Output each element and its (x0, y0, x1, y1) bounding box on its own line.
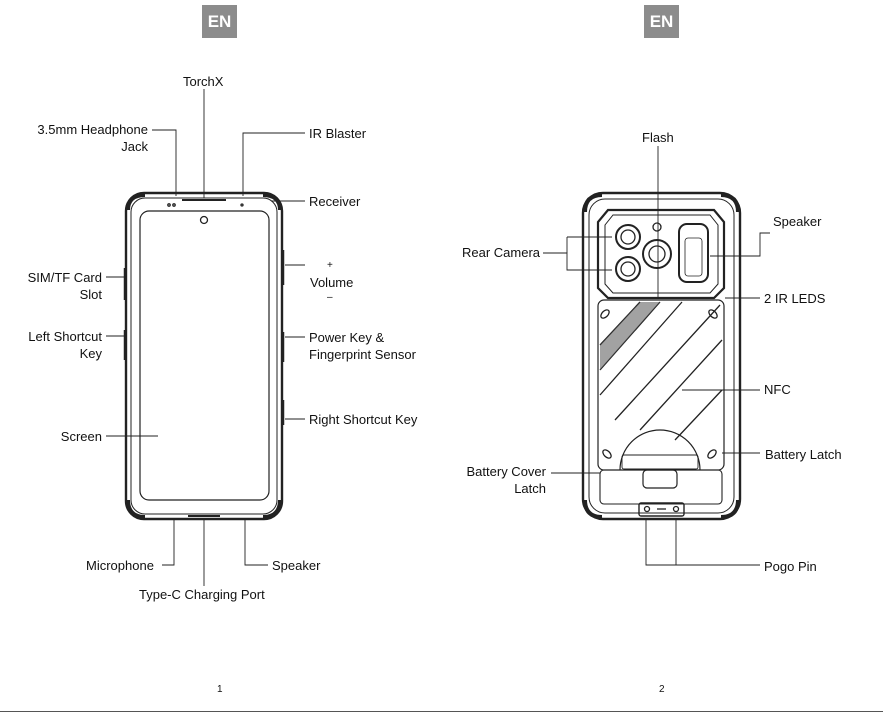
label-screen: Screen (61, 428, 102, 445)
label-type-c-port: Type-C Charging Port (139, 586, 265, 603)
phone-front-illustration (125, 193, 283, 519)
page-number-1: 1 (217, 684, 223, 695)
label-volume-plus: + (327, 257, 333, 274)
label-headphone-jack-line2: Jack (121, 138, 148, 155)
bottom-divider (0, 711, 883, 712)
label-ir-leds: 2 IR LEDS (764, 290, 825, 307)
label-microphone: Microphone (86, 557, 154, 574)
page-number-2: 2 (659, 684, 665, 695)
label-torchx: TorchX (183, 73, 223, 90)
label-volume-minus: – (327, 289, 333, 306)
label-nfc: NFC (764, 381, 791, 398)
label-left-shortcut-line2: Key (80, 345, 102, 362)
label-speaker-back: Speaker (773, 213, 821, 230)
label-power-key-line2: Fingerprint Sensor (309, 346, 416, 363)
label-right-shortcut: Right Shortcut Key (309, 411, 417, 428)
label-left-shortcut-line1: Left Shortcut (28, 328, 102, 345)
label-power-key-line1: Power Key & (309, 329, 384, 346)
label-sim-card-line2: Slot (80, 286, 102, 303)
label-battery-cover-latch-line2: Latch (514, 480, 546, 497)
label-ir-blaster: IR Blaster (309, 125, 366, 142)
label-pogo-pin: Pogo Pin (764, 558, 817, 575)
label-speaker-front: Speaker (272, 557, 320, 574)
label-rear-camera: Rear Camera (462, 244, 540, 261)
label-battery-cover-latch-line1: Battery Cover (467, 463, 546, 480)
label-headphone-jack-line1: 3.5mm Headphone (37, 121, 148, 138)
label-flash: Flash (642, 129, 674, 146)
label-battery-latch: Battery Latch (765, 446, 842, 463)
label-sim-card-line1: SIM/TF Card (28, 269, 102, 286)
label-receiver: Receiver (309, 193, 360, 210)
